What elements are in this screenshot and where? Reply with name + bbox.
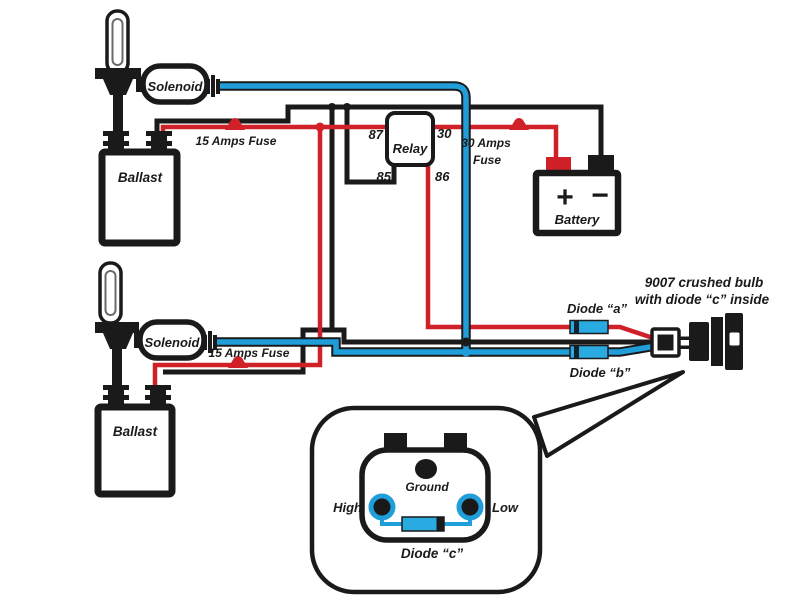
junction-dots [315,103,471,357]
bulb-2-flange [95,322,139,333]
fuse-15a-2-symbol [228,356,248,368]
relay-pin-87: 87 [369,127,384,142]
bulb-9007-prong [679,336,690,340]
diode-c-body [401,516,445,532]
connector-detail: Ground High Low Diode “c” [333,433,519,561]
battery-minus-sign: − [591,179,609,212]
diode-a-band [574,320,579,334]
ballast-2-label: Ballast [113,424,158,439]
bulb-1-flange [95,68,141,79]
hid-bulb-1 [95,9,141,132]
relay-label: Relay [393,141,428,156]
fuse-15a-2-label: 15 Amps Fuse [209,346,290,360]
diode-a-body [569,319,609,335]
diode-c-band [436,517,444,531]
high-pin [373,498,391,516]
diode-b-band [574,345,579,359]
relay-box [385,111,435,167]
bulb-9007-prong [679,345,690,349]
fuse-30a-symbol [509,118,529,130]
battery: + − Battery [532,155,622,237]
battery-label: Battery [555,212,601,227]
diode-a-label: Diode “a” [567,301,627,316]
bulb-2-inner-tube [104,270,117,316]
wire-blue-1 [218,83,469,352]
ballast-1-label: Ballast [118,170,163,185]
relay-pin-86: 86 [435,169,450,184]
bulb-9007-plug-inner [657,334,674,351]
bulb-9007-body-2 [711,317,723,366]
battery-plus-sign: + [556,181,574,214]
fuse-30a-label-2: Fuse [473,153,501,167]
bulb-1-glass [105,9,130,75]
junction-black-1 [328,103,336,111]
bulb-9007-body-1 [689,322,709,361]
ballast-2: Ballast [94,385,176,498]
battery-box [532,169,622,237]
bulb-1-inner-tube [111,18,124,66]
solenoid-2-ridge [213,335,217,350]
solenoid-2-ridge [203,335,207,350]
fuses: 15 Amps Fuse 15 Amps Fuse 30 Amps Fuse [196,118,529,368]
ground-pin [415,459,437,479]
junction-red [315,122,325,132]
callout-tail [532,370,685,458]
ballast-1-box [98,148,181,247]
bulb-1-base [103,79,133,95]
diode-b: Diode “b” [569,344,631,380]
junction-black-2 [343,103,351,111]
low-pin [461,498,479,516]
solenoid-1: Solenoid [136,63,220,105]
diode-a: Diode “a” [567,301,627,335]
relay-pin-85: 85 [377,169,392,184]
solenoid-1-ridge [211,75,215,97]
ballast-2-box [94,403,176,498]
fuse-15a-1-label: 15 Amps Fuse [196,134,277,148]
bulb-2-stem [112,348,122,385]
bulb-9007-notch [729,332,740,346]
wire-ground-black [154,104,657,375]
bulb-9007: 9007 crushed bulb with diode “c” inside [635,275,770,370]
ballast-1: Ballast [98,131,181,247]
connector-shell [359,447,491,543]
diode-c-label: Diode “c” [401,546,464,561]
solenoid-1-ridge [216,79,220,94]
bulb-1-stem [113,94,123,132]
diode-b-body [569,344,609,360]
solenoid-1-nub [136,77,144,92]
fuse-30a-label-1: 30 Amps [461,136,511,150]
wire-ground-rail [154,104,604,157]
callout-bubble: Ground High Low Diode “c” [309,370,685,595]
bulb-9007-note-line1: 9007 crushed bulb [645,275,764,290]
bulb-2-base [103,333,133,349]
solenoid-1-label: Solenoid [148,79,204,94]
relay-pin-30: 30 [437,126,452,141]
battery-fill [536,173,618,233]
hid-bulb-2 [95,261,139,385]
solenoid-1-ridge [206,79,210,94]
fuse-15a-1-symbol [225,118,245,130]
relay: Relay 87 30 85 86 [369,111,452,184]
harness-2: Solenoid Ballast [94,261,217,498]
junction-black-3 [461,337,471,347]
diode-b-label: Diode “b” [570,365,631,380]
harness-1: Solenoid Ballast [95,9,220,247]
ground-label: Ground [405,480,449,494]
solenoid-2: Solenoid [134,319,217,361]
junction-blue [461,347,471,357]
wire-relay-pin85 [344,107,397,185]
low-label: Low [492,500,519,515]
bulb-9007-note-line2: with diode “c” inside [635,292,770,307]
solenoid-2-ridge [208,331,212,353]
high-label: High [333,500,362,515]
solenoid-2-label: Solenoid [145,335,201,350]
wire-ground-branch [163,107,657,375]
